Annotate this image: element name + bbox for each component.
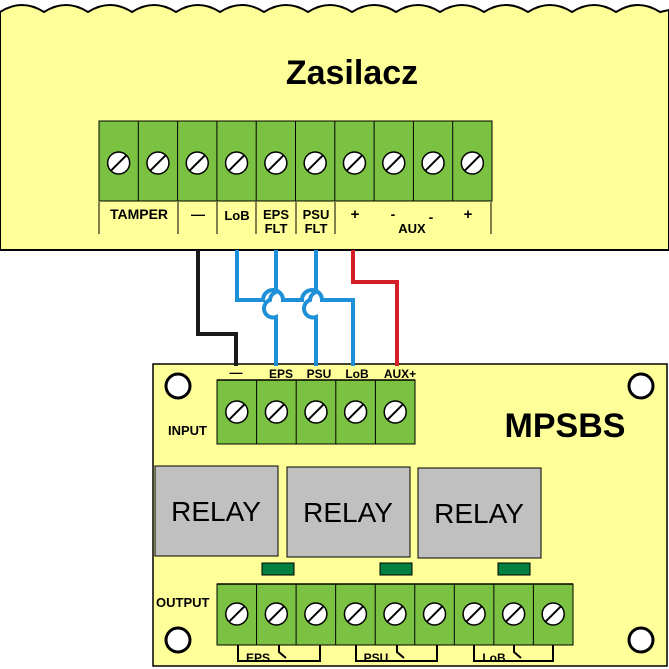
label-psu: PSU [303, 207, 330, 222]
relay-3 [417, 467, 542, 559]
led-3 [497, 562, 531, 576]
input-terminal-block [216, 379, 416, 445]
output-group-eps: EPS [237, 645, 321, 665]
label-tamper: TAMPER [110, 206, 168, 222]
label-plus-1: + [351, 206, 360, 223]
input-terminal-label-aux: AUX+ [384, 367, 416, 381]
wires [196, 250, 399, 366]
mount-hole-bl [164, 626, 192, 654]
psu-title: Zasilacz [286, 54, 418, 92]
mount-hole-tr [627, 372, 655, 400]
relay-1 [154, 465, 279, 557]
output-label: OUTPUT [156, 595, 210, 610]
label-minus-2: - [429, 209, 434, 225]
label-aux: AUX [398, 221, 426, 236]
output-group-psu: PSU [355, 645, 438, 665]
input-terminal-label-eps: EPS [269, 367, 293, 381]
output-group-lob-label: LoB [482, 651, 506, 665]
label-plus-2: + [464, 206, 473, 223]
wire-eps-blue [262, 250, 278, 366]
led-1 [261, 562, 295, 576]
wire-lob-blue [235, 250, 355, 366]
psu-terminal-labels: TAMPER — LoB EPS FLT PSU FLT + - - + AUX [98, 202, 492, 236]
label-lob: LoB [224, 208, 249, 223]
label-minus-1: - [391, 206, 396, 222]
relay-2 [286, 466, 411, 558]
mount-hole-tl [164, 372, 192, 400]
output-group-psu-label: PSU [364, 651, 389, 665]
output-terminal-block [216, 583, 574, 646]
label-eps-flt: FLT [265, 221, 288, 236]
relay-2-label: RELAY [303, 497, 393, 528]
wire-psu-blue [302, 250, 318, 366]
input-label: INPUT [168, 423, 207, 438]
module-title: MPSBS [505, 407, 626, 445]
wire-minus-black [196, 250, 238, 366]
output-group-lob: LoB [473, 645, 554, 665]
output-group-eps-label: EPS [246, 651, 270, 665]
label-eps: EPS [263, 207, 289, 222]
mount-hole-br [627, 626, 655, 654]
wire-aux-red [351, 250, 399, 366]
label-psu-flt: FLT [305, 221, 328, 236]
input-terminal-label-psu: PSU [307, 367, 332, 381]
relay-3-label: RELAY [434, 498, 524, 529]
label-minus: — [191, 206, 205, 222]
relay-1-label: RELAY [171, 496, 261, 527]
psu-terminal-block [98, 120, 493, 202]
input-terminal-label-minus: — [230, 365, 243, 380]
led-2 [379, 562, 413, 576]
input-terminal-label-lob: LoB [345, 367, 369, 381]
